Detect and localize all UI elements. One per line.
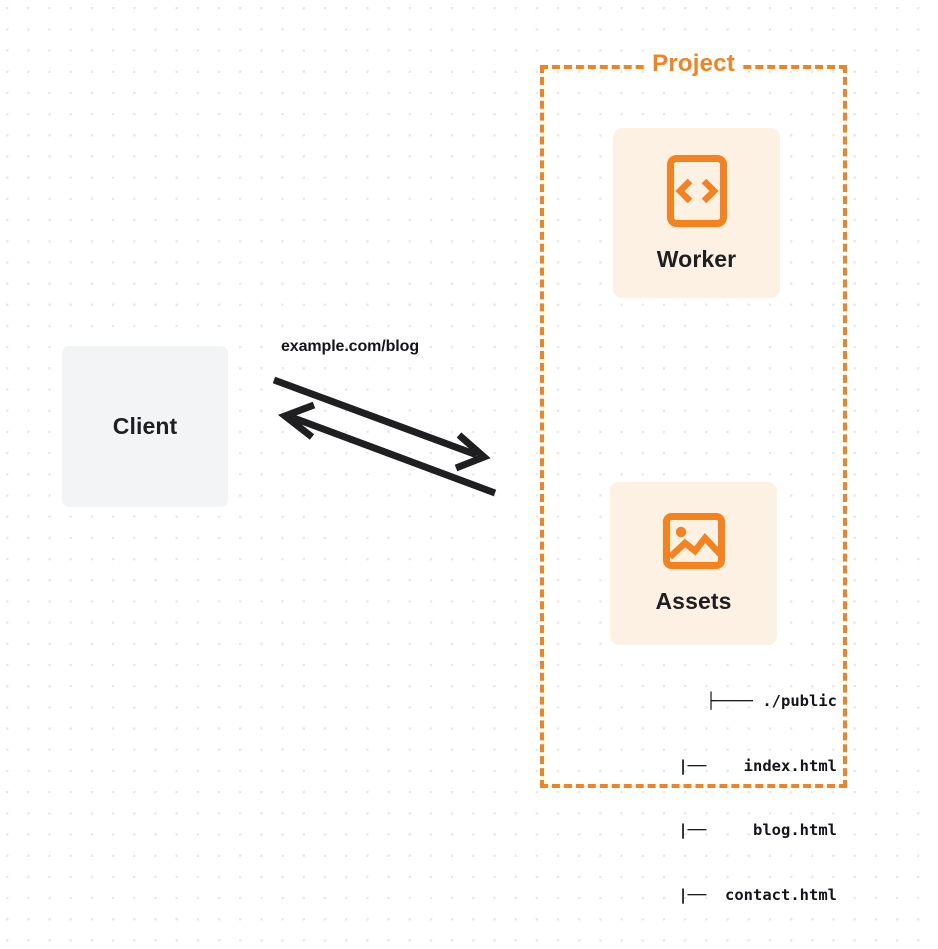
worker-node-label: Worker (656, 245, 737, 272)
assets-node[interactable]: Assets (610, 482, 777, 645)
file-tree-line-blog: |── blog.html (659, 821, 837, 839)
connection-label: example.com/blog (281, 338, 419, 355)
response-arrow (277, 401, 497, 497)
project-group-title: Project (645, 50, 742, 78)
client-node-label: Client (112, 413, 178, 439)
image-icon (662, 513, 725, 569)
code-brackets-icon (666, 154, 727, 227)
client-node[interactable]: Client (62, 346, 228, 507)
request-arrow (272, 376, 491, 472)
file-tree-line-public: ├──── ./public (706, 692, 837, 710)
connection-arrows (272, 376, 497, 497)
file-tree-line-index: |── index.html (659, 756, 837, 775)
worker-node[interactable]: Worker (613, 128, 780, 298)
assets-file-tree: ├──── ./public |── index.html |── blog.h… (587, 648, 837, 949)
assets-node-label: Assets (655, 588, 732, 614)
project-group: Project Worker Assets ├──── ./public |──… (540, 50, 847, 904)
file-tree-line-contact: |── contact.html (659, 885, 837, 904)
diagram-canvas: Client example.com/blog Project Worker (62, 50, 847, 904)
